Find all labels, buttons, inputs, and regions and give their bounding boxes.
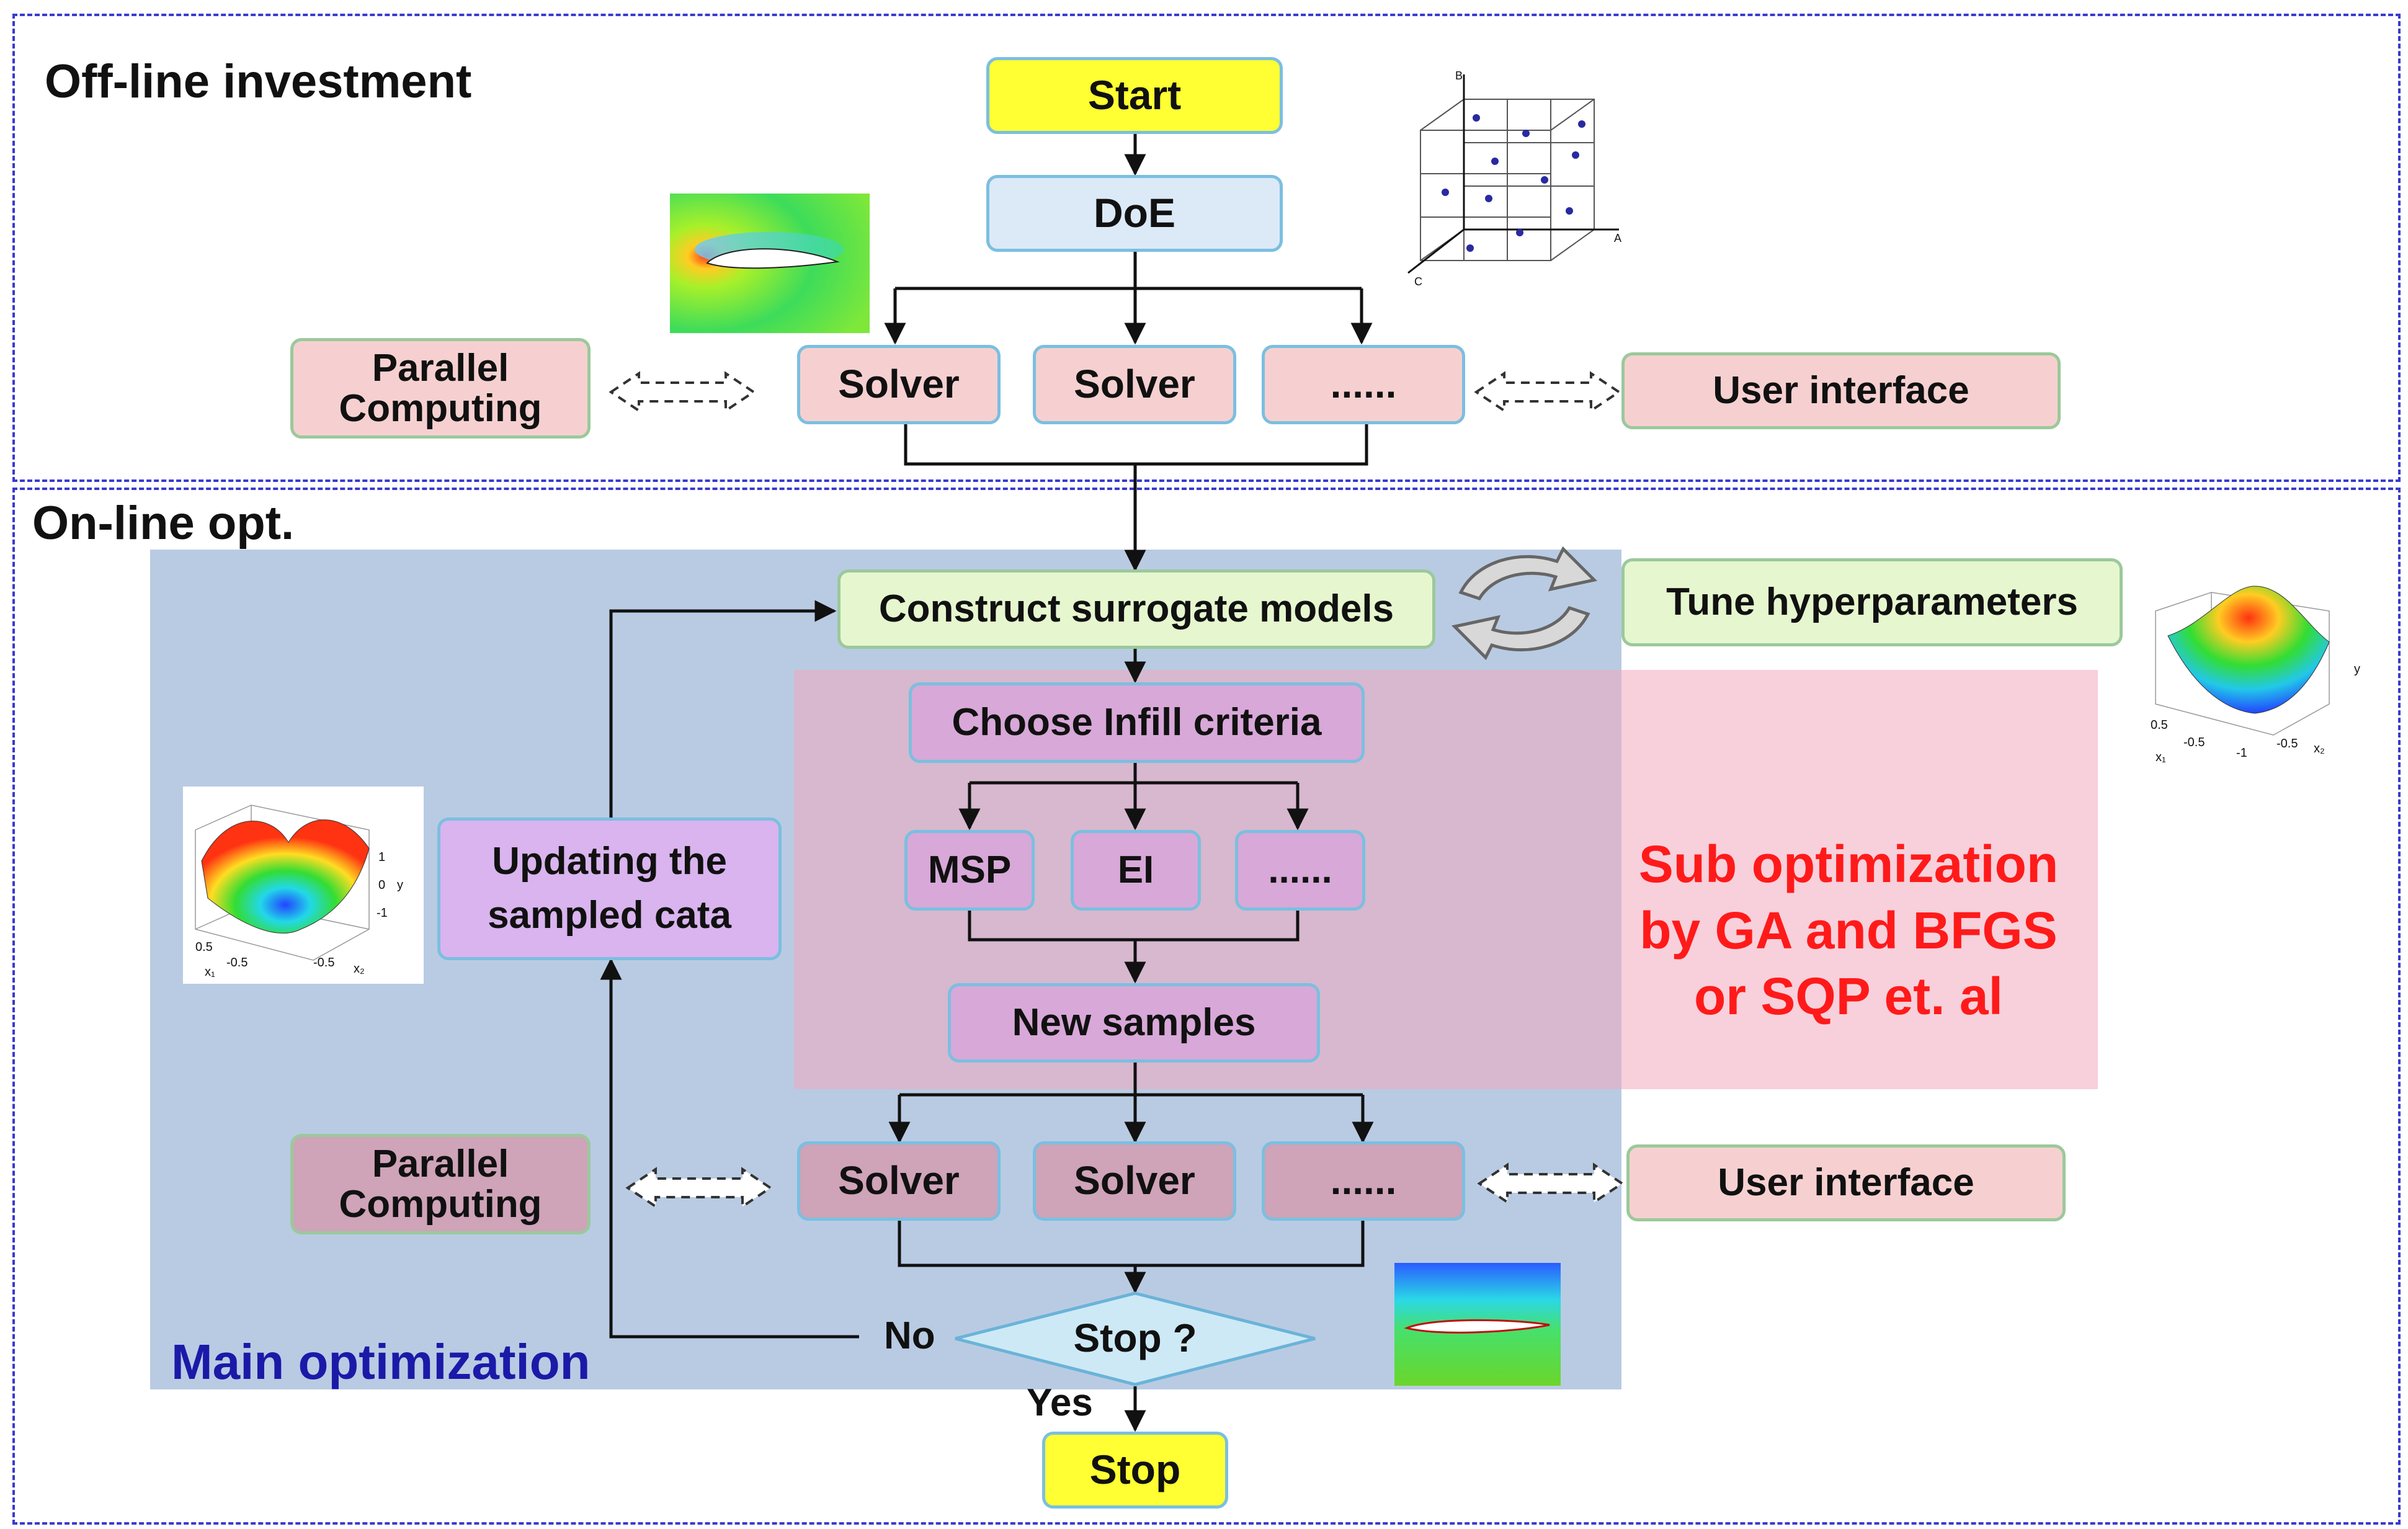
new-samples-node: New samples [948, 983, 1320, 1063]
updating-line-1: Updating the [492, 840, 727, 883]
offline-section-frame [12, 14, 2401, 482]
right-plot-y: y [2354, 662, 2360, 676]
no-to-updating [600, 958, 859, 1339]
choose-infill-node: Choose Infill criteria [909, 682, 1365, 763]
right-plot-x2: x₂ [2314, 742, 2325, 756]
left-plot-tick-y0: 0 [378, 878, 385, 892]
user-interface-top: User interface [1621, 352, 2061, 429]
cube-axis-b: B [1455, 69, 1463, 82]
sub-optimization-line-2: by GA and BFGS [1639, 901, 2058, 960]
solver-node-b2: Solver [1033, 1141, 1236, 1221]
doe-sampling-cube: B A C [1407, 69, 1621, 288]
main-optimization-label: Main optimization [171, 1334, 591, 1389]
right-plot-tick-x05: 0.5 [2151, 718, 2168, 732]
mid-merge [968, 909, 1300, 942]
solver-node-more: ...... [1262, 345, 1465, 424]
left-plot-tick-x2m05: -0.5 [313, 956, 334, 970]
sub-optimization-label: Sub optimization by GA and BFGS or SQP e… [1594, 831, 2103, 1030]
bottom-merge [898, 1221, 1365, 1267]
hollow-arrow-ui-top [1474, 371, 1621, 413]
user-interface-bottom: User interface [1626, 1144, 2066, 1221]
right-plot-x1: x₁ [2156, 751, 2166, 764]
offline-section-title: Off-line investment [45, 55, 472, 108]
no-label: No [884, 1314, 935, 1357]
construct-surrogate-node: Construct surrogate models [837, 569, 1435, 649]
left-plot-x2: x₂ [354, 962, 365, 976]
stop-decision-label: Stop ? [1073, 1316, 1197, 1360]
hollow-arrow-parallel-bottom [625, 1167, 773, 1209]
parallel-top-line-2: Computing [339, 387, 542, 430]
solver-node-b-more: ...... [1262, 1141, 1465, 1221]
left-plot-tick-y1: 1 [378, 850, 385, 864]
criteria-more-node: ...... [1235, 830, 1365, 911]
hollow-arrow-ui-bottom [1477, 1162, 1625, 1205]
cube-axis-c: C [1414, 275, 1422, 288]
solver-node-1: Solver [797, 345, 1001, 424]
solver-node-2: Solver [1033, 345, 1236, 424]
stop-node: Stop [1042, 1432, 1228, 1509]
updating-sampled-data-node: Updating the sampled cata [437, 818, 782, 960]
updating-line-2: sampled cata [488, 894, 731, 937]
stop-decision-diamond [955, 1291, 1316, 1386]
parallel-top-line-1: Parallel [372, 346, 509, 390]
sub-optimization-line-1: Sub optimization [1638, 835, 2059, 893]
left-plot-y: y [397, 878, 403, 892]
updating-to-construct [609, 600, 837, 818]
airfoil-flow-field-top [670, 194, 870, 333]
right-plot-tick-x2m1: -1 [2236, 746, 2247, 760]
surface-plot-right: y 0.5 -0.5 x₁ -1 -0.5 x₂ [2143, 580, 2380, 766]
cycle-arrows-icon [1451, 546, 1598, 661]
msp-node: MSP [904, 830, 1035, 911]
parallel-computing-bottom: Parallel Computing [290, 1134, 591, 1234]
parallel-bottom-line-2: Computing [339, 1183, 542, 1226]
sub-optimization-line-3: or SQP et. al [1694, 967, 2003, 1026]
left-plot-tick-xm05: -0.5 [226, 956, 247, 970]
right-plot-tick-x2m05: -0.5 [2276, 737, 2298, 751]
right-plot-tick-xm05: -0.5 [2183, 736, 2205, 749]
airfoil-flow-field-bottom [1394, 1263, 1561, 1386]
tune-hyperparameters-node: Tune hyperparameters [1621, 558, 2123, 646]
online-section-frame [12, 488, 2401, 1525]
start-node: Start [986, 57, 1283, 134]
parallel-bottom-line-1: Parallel [372, 1142, 509, 1185]
solver-node-b1: Solver [797, 1141, 1001, 1221]
doe-node: DoE [986, 175, 1283, 252]
left-plot-tick-ym1: -1 [377, 906, 388, 920]
cube-axis-a: A [1614, 232, 1621, 244]
left-plot-tick-x05: 0.5 [195, 940, 213, 954]
surface-plot-left: 1 0 -1 y 0.5 -0.5 x₁ -0.5 x₂ [183, 787, 424, 984]
hollow-arrow-parallel-top [609, 371, 756, 413]
parallel-computing-top: Parallel Computing [290, 338, 591, 439]
ei-node: EI [1071, 830, 1201, 911]
top-merge [904, 422, 1368, 466]
yes-label: Yes [1027, 1381, 1093, 1424]
online-section-title: On-line opt. [32, 497, 295, 550]
left-plot-x1: x₁ [205, 965, 215, 979]
